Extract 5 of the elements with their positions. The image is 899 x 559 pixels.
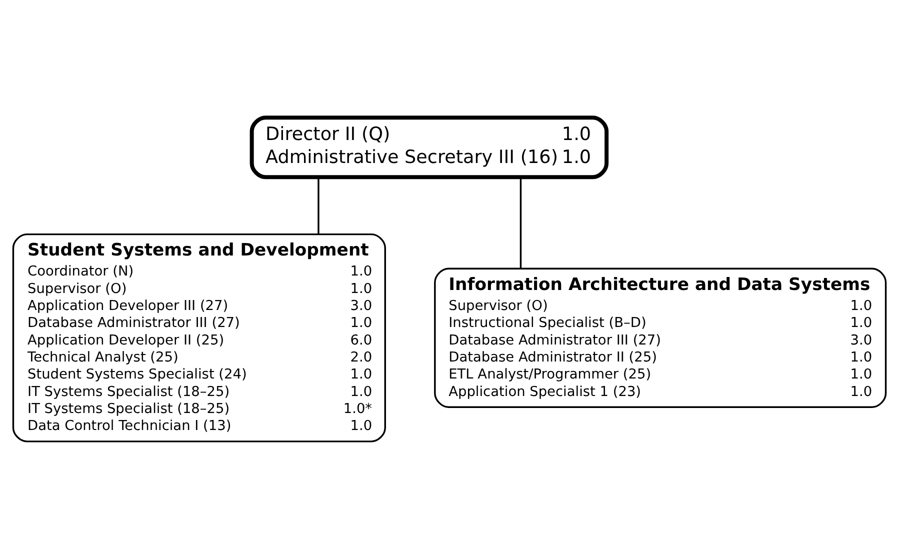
- connector: [520, 177, 522, 268]
- node-box: Student Systems and Development Coordinator (N) 1.0 Supervisor (O) 1.0 Application Developer III (27) 3.0 Database Administrator III (27) 1.0 Application Developer II (25) 6.0 Technical Analyst (25) 2.0 Student Systems Specialist (24) 1.0 IT Systems Specialist (18–25) 1.0 IT Systems Specialist (18–25) 1.0* Data Control Technician I (13) 1.0: [12, 233, 386, 442]
- node-box: Director II (Q) 1.0 Administrative Secretary III (16) 1.0: [250, 116, 609, 180]
- node-box: Information Architecture and Data Systems Supervisor (O) 1.0 Instructional Specialist (B–D) 1.0 Database Administrator III (27) 3.0 Database Administrator II (25) 1.0 ETL Analyst/Programmer (25) 1.0 Application Specialist 1 (23) 1.0: [434, 268, 887, 408]
- connector: [318, 177, 320, 234]
